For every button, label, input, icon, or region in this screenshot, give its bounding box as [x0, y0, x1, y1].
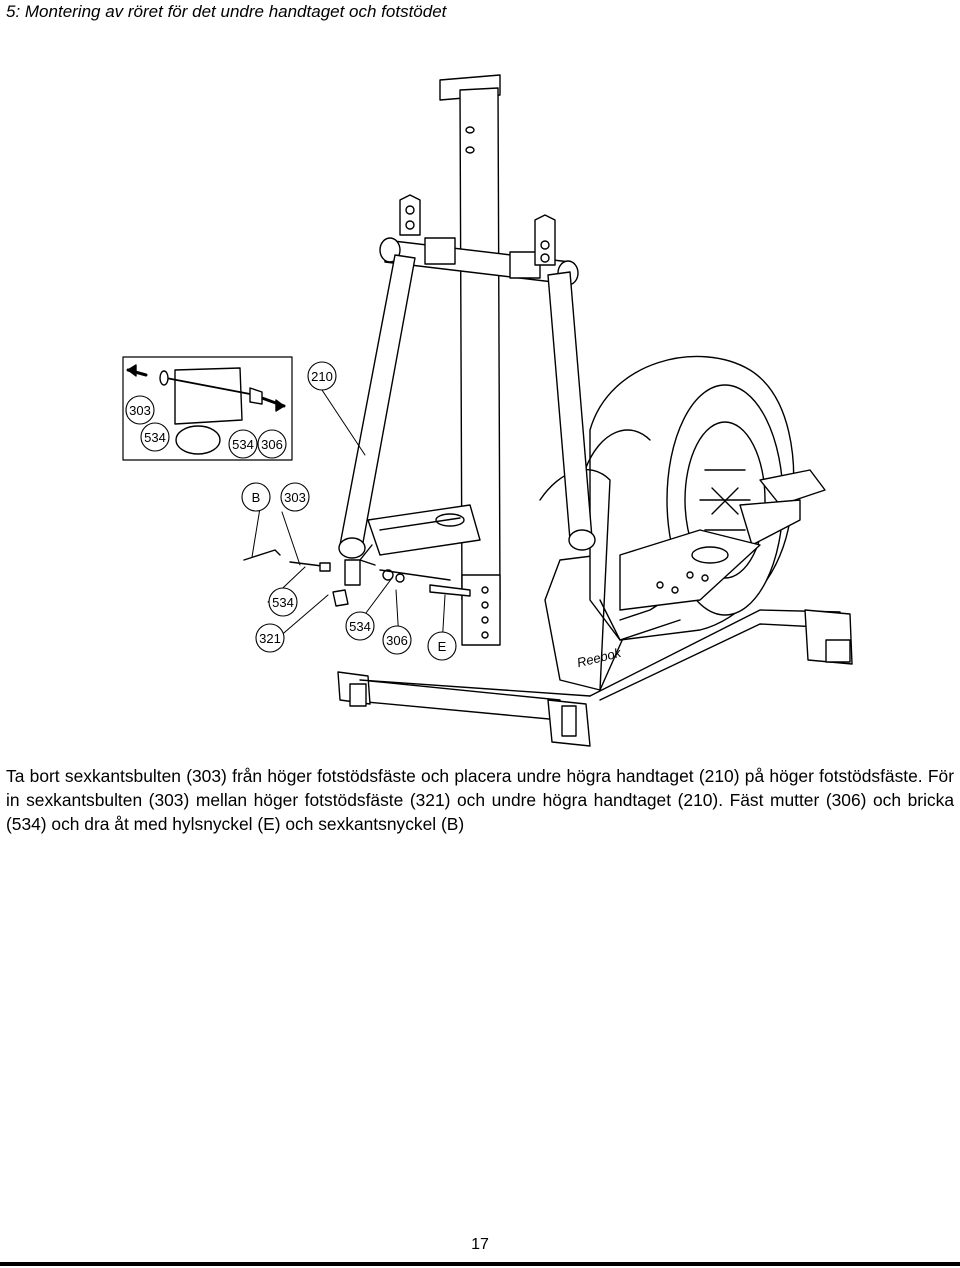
bottom-rule	[0, 1262, 960, 1266]
right-pedal	[599, 529, 761, 641]
instruction-text: Ta bort sexkantsbulten (303) från höger …	[6, 764, 954, 836]
bracket-hardware	[289, 559, 471, 597]
callout-321: 321	[259, 631, 281, 646]
hex-key-tool	[243, 549, 281, 561]
assembly-figure: 210 303 534 534 306 B 303 534 321 534 30…	[0, 40, 960, 760]
callout-534-second: 534	[349, 619, 371, 634]
inset-callout-306: 306	[261, 437, 283, 452]
inset-callout-534-second: 534	[232, 437, 254, 452]
callout-E: E	[438, 639, 447, 654]
callout-303: 303	[284, 490, 306, 505]
right-handle-tube	[547, 271, 596, 551]
left-pedal	[359, 504, 481, 566]
callout-B: B	[252, 490, 261, 505]
section-heading: 5: Montering av röret för det undre hand…	[6, 2, 447, 21]
callout-210: 210	[311, 369, 333, 384]
lower-handle-tube-210	[332, 254, 416, 607]
callouts	[125, 361, 457, 661]
callout-534: 534	[272, 595, 294, 610]
page-number: 17	[471, 1236, 489, 1253]
inset-callout-534: 534	[144, 430, 166, 445]
handle-crossbar	[379, 194, 579, 286]
inset-callout-303: 303	[129, 403, 151, 418]
elliptical-trainer-drawing: 210 303 534 534 306 B 303 534 321 534 30…	[122, 74, 853, 747]
instruction-paragraph: Ta bort sexkantsbulten (303) från höger …	[6, 766, 954, 834]
callout-306: 306	[386, 633, 408, 648]
main-post	[439, 74, 501, 646]
